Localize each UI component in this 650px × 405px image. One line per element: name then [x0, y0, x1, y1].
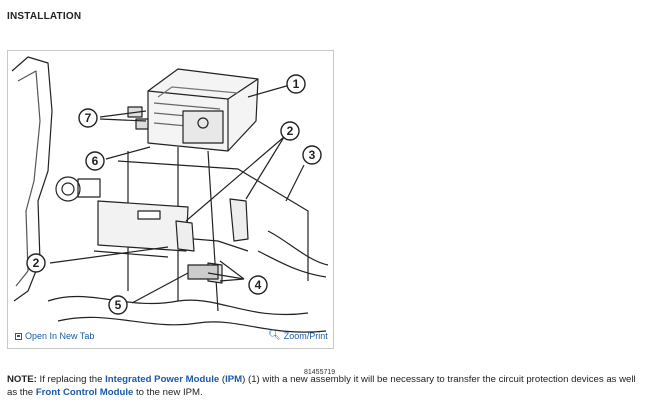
callout-1 [286, 74, 306, 94]
svg-text:4: 4 [255, 278, 262, 292]
svg-text:6: 6 [92, 154, 99, 168]
zoom-print-label: Zoom/Print [283, 331, 328, 341]
installation-note: NOTE: If replacing the Integrated Power … [7, 373, 643, 399]
callout-3 [302, 145, 322, 165]
figure-id: 81455719 [304, 369, 336, 376]
integrated-power-module-link[interactable]: Integrated Power Module [105, 374, 220, 385]
svg-text:2: 2 [287, 124, 294, 138]
svg-text:3: 3 [309, 148, 316, 162]
callout-2-top [280, 121, 300, 141]
svg-text:1: 1 [293, 77, 300, 91]
note-text: ( [219, 374, 226, 385]
note-text: to the new IPM. [133, 387, 203, 398]
figure-card: 1 2 3 4 5 6 7 2 81455719 [7, 50, 335, 376]
callout-5 [108, 295, 128, 315]
magnifier-icon: 🔍︎ [268, 330, 281, 341]
svg-text:2: 2 [33, 256, 40, 270]
svg-text:5: 5 [115, 298, 122, 312]
ipm-diagram: 1 2 3 4 5 6 7 2 [11, 56, 329, 333]
zoom-print-link[interactable]: 🔍︎ Zoom/Print [268, 330, 328, 342]
callout-2-left [26, 253, 46, 273]
note-prefix: NOTE: [7, 374, 37, 385]
callout-4 [248, 275, 268, 295]
note-text: ) (1) with a new assembly it will be nec… [7, 374, 636, 398]
open-in-new-tab-label: Open In New Tab [25, 331, 95, 341]
front-control-module-link[interactable]: Front Control Module [35, 387, 134, 398]
open-tab-icon [15, 332, 22, 340]
ipm-link[interactable]: IPM [225, 374, 243, 385]
callout-6 [85, 151, 105, 171]
section-heading: INSTALLATION [7, 11, 82, 22]
callout-7 [78, 108, 98, 128]
open-in-new-tab-link[interactable]: Open In New Tab [15, 331, 94, 341]
svg-text:7: 7 [85, 111, 92, 125]
note-text: If replacing the [36, 374, 106, 385]
